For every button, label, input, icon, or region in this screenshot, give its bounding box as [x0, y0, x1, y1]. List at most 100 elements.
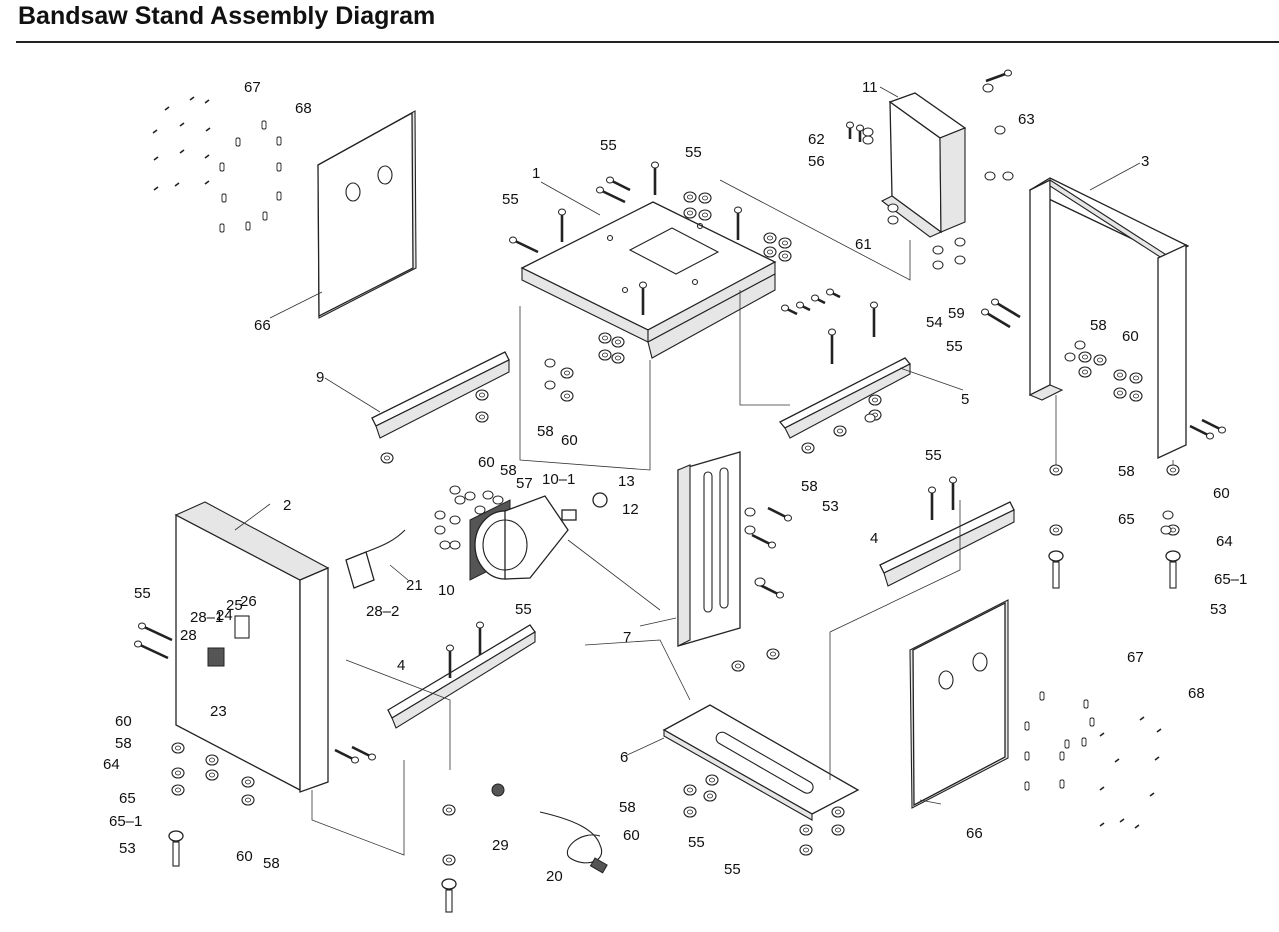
label-55-d: 55 — [946, 338, 963, 355]
screw-icon — [179, 122, 185, 127]
hardware-fasteners — [134, 69, 1226, 866]
bolt-head-icon — [784, 514, 792, 522]
washer-icon — [932, 245, 944, 255]
nut-hole-icon — [1170, 467, 1176, 473]
washer-icon — [744, 507, 756, 517]
nut-hole-icon — [564, 393, 570, 399]
nut-hole-icon — [1097, 357, 1103, 363]
washer-icon — [862, 127, 874, 137]
nut-icon — [703, 790, 717, 802]
pin-icon — [1024, 781, 1030, 791]
nut-hole-icon — [803, 827, 809, 833]
label-10: 10 — [438, 582, 455, 599]
nut-hole-icon — [835, 809, 841, 815]
nut-icon — [598, 349, 612, 361]
washer-icon — [744, 525, 756, 535]
label-55-i: 55 — [724, 861, 741, 878]
bolt-head-icon — [768, 541, 776, 549]
nut-hole-icon — [1133, 375, 1139, 381]
nut-icon — [205, 769, 219, 781]
bolt-icon — [599, 188, 626, 204]
nut-hole-icon — [687, 194, 693, 200]
label-1: 1 — [532, 165, 540, 182]
label-68-top: 68 — [295, 100, 312, 117]
nut-hole-icon — [835, 827, 841, 833]
hardware-group-67-68-top — [152, 96, 282, 233]
nut-hole-icon — [1117, 372, 1123, 378]
nut-hole-icon — [209, 772, 215, 778]
nut-icon — [833, 425, 847, 437]
label-62: 62 — [808, 131, 825, 148]
label-60-a: 60 — [1122, 328, 1139, 345]
nut-hole-icon — [245, 779, 251, 785]
label-64-a: 64 — [1216, 533, 1233, 550]
nut-icon — [241, 776, 255, 788]
pin-icon — [1059, 779, 1065, 789]
washer-icon — [434, 510, 446, 520]
nut-icon — [778, 250, 792, 262]
label-12: 12 — [622, 501, 639, 518]
washer-icon — [1002, 171, 1014, 181]
label-58-e: 58 — [1118, 463, 1135, 480]
bolt-head-icon — [981, 308, 989, 316]
nut-icon — [1093, 354, 1107, 366]
label-65-a: 65 — [1118, 511, 1135, 528]
nut-hole-icon — [1117, 390, 1123, 396]
label-9: 9 — [316, 369, 324, 386]
nut-icon — [778, 237, 792, 249]
nut-hole-icon — [245, 797, 251, 803]
bolt-head-icon — [991, 298, 999, 306]
bolt-icon — [512, 238, 539, 254]
side-panel-66-left — [317, 110, 417, 319]
bolt-head-icon — [1004, 69, 1012, 77]
label-65-1-a: 65–1 — [1214, 571, 1247, 588]
nut-hole-icon — [709, 777, 715, 783]
bolt-head-icon — [368, 753, 376, 761]
label-63: 63 — [1018, 111, 1035, 128]
pin-icon — [1024, 721, 1030, 731]
nut-icon — [831, 824, 845, 836]
label-67-bottom: 67 — [1127, 649, 1144, 666]
washer-icon — [887, 203, 899, 213]
bolt-icon — [141, 624, 173, 642]
nut-icon — [799, 824, 813, 836]
power-cord-20 — [491, 783, 608, 874]
nut-hole-icon — [687, 809, 693, 815]
label-10-1: 10–1 — [542, 471, 575, 488]
washer-icon — [1064, 352, 1076, 362]
nut-hole-icon — [209, 757, 215, 763]
angle-bar-4-right — [879, 501, 1015, 587]
nut-icon — [698, 209, 712, 221]
part-labels: 67 68 66 1 55 55 55 11 62 56 63 61 54 59… — [103, 79, 1247, 885]
nut-hole-icon — [702, 212, 708, 218]
label-60-c: 60 — [478, 454, 495, 471]
label-57: 57 — [516, 475, 533, 492]
screw-icon — [1099, 822, 1105, 827]
washer-icon — [434, 525, 446, 535]
label-53-c: 53 — [119, 840, 136, 857]
nut-icon — [683, 806, 697, 818]
nut-hole-icon — [479, 414, 485, 420]
nut-hole-icon — [805, 445, 811, 451]
label-60-d: 60 — [1213, 485, 1230, 502]
washer-icon — [754, 577, 766, 587]
bolt-head-icon — [928, 486, 936, 494]
nut-icon — [475, 411, 489, 423]
label-55-c: 55 — [502, 191, 519, 208]
top-plate-1 — [520, 201, 777, 359]
nut-icon — [1113, 387, 1127, 399]
angle-bar-5 — [778, 357, 912, 439]
label-60-b: 60 — [561, 432, 578, 449]
washer-icon — [1074, 340, 1086, 350]
washer-icon — [464, 491, 476, 501]
nut-icon — [1078, 366, 1092, 378]
nut-icon — [442, 804, 456, 816]
pin-icon — [276, 136, 282, 146]
nut-icon — [611, 352, 625, 364]
nut-icon — [1129, 390, 1143, 402]
label-65-b: 65 — [119, 790, 136, 807]
motor-10 — [469, 492, 608, 581]
nut-icon — [705, 774, 719, 786]
label-64-b: 64 — [103, 756, 120, 773]
nut-icon — [683, 784, 697, 796]
